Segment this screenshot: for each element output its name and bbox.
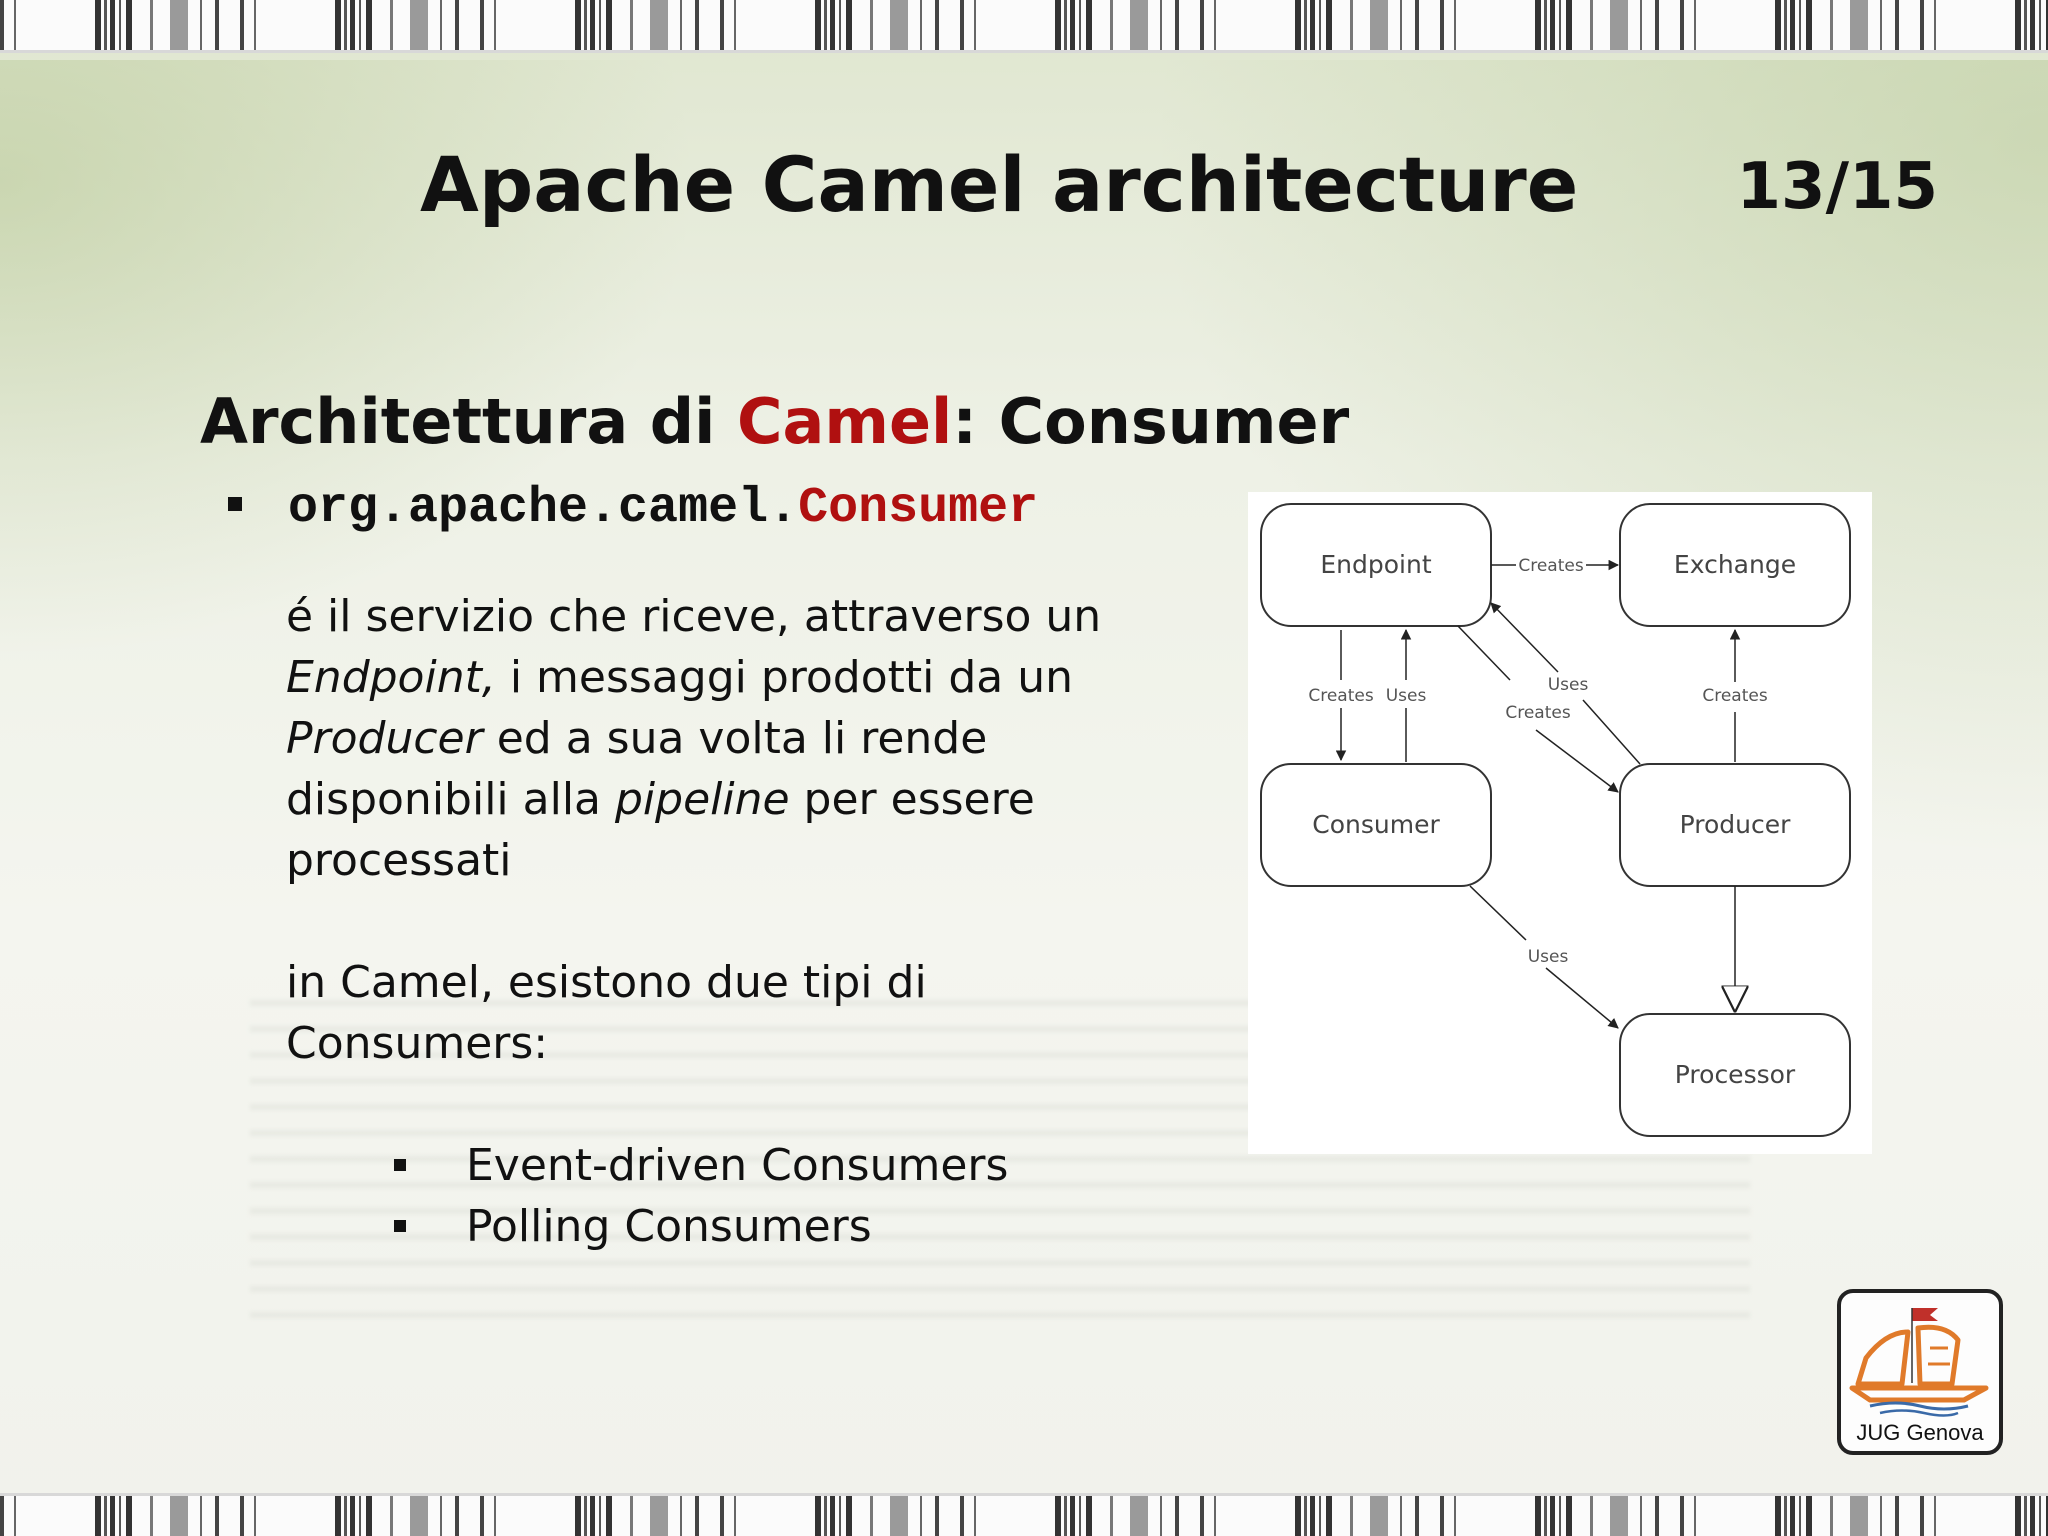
node-producer: Producer: [1619, 763, 1851, 887]
slide-title: Apache Camel architecture: [420, 140, 1579, 229]
node-endpoint: Endpoint: [1260, 503, 1492, 627]
bottom-barcode-pattern: [0, 1496, 2048, 1536]
emphasis-text: Endpoint,: [286, 652, 496, 703]
node-processor: Processor: [1619, 1013, 1851, 1137]
top-barcode-pattern: [0, 0, 2048, 50]
node-consumer: Consumer: [1260, 763, 1492, 887]
code-package: org.apache.camel.: [288, 480, 799, 537]
code-class-name: Consumer: [798, 480, 1039, 537]
intro-line: Consumers:: [286, 1018, 549, 1069]
page-number: 13/15: [1736, 150, 1939, 224]
edge-producer-exchange: Creates: [1702, 628, 1768, 762]
edge-label: Creates: [1308, 686, 1373, 706]
subtitle-highlight: Camel: [737, 385, 953, 458]
description-line: é il servizio che riceve, attraverso un: [286, 591, 1102, 642]
edge-endpoint-exchange: Creates: [1491, 556, 1620, 576]
bottom-barcode-strip: [0, 1493, 2048, 1536]
background-glow-left: [0, 60, 700, 660]
consumer-description: é il servizio che riceve, attraverso un …: [286, 586, 1186, 891]
logo-text: JUG Genova: [1856, 1420, 1984, 1445]
node-producer-label: Producer: [1680, 810, 1792, 839]
jug-genova-logo: JUG Genova: [1836, 1288, 2004, 1456]
node-processor-label: Processor: [1675, 1060, 1796, 1089]
description-text: disponibili alla: [286, 774, 615, 825]
edge-consumer-processor: Uses: [1469, 885, 1619, 1029]
consumer-class-bullet: org.apache.camel.Consumer: [228, 480, 1038, 537]
square-bullet-icon: [228, 497, 242, 511]
diagram-svg: Endpoint Exchange Consumer Producer Proc…: [1260, 503, 1851, 1137]
description-text: ed a sua volta li rende: [482, 713, 988, 764]
edge-label: Uses: [1386, 686, 1427, 706]
list-item: Polling Consumers: [392, 1196, 1008, 1257]
consumer-types-list: Event-driven Consumers Polling Consumers: [392, 1135, 1008, 1257]
emphasis-text: pipeline: [615, 774, 790, 825]
list-item-label: Polling Consumers: [466, 1201, 872, 1252]
list-item: Event-driven Consumers: [392, 1135, 1008, 1196]
slide-subtitle: Architettura di Camel: Consumer: [200, 385, 1349, 458]
edge-consumer-endpoint: Uses: [1386, 628, 1427, 762]
description-text: per essere: [789, 774, 1035, 825]
edge-endpoint-consumer: Creates: [1308, 630, 1374, 762]
consumer-types-intro: in Camel, esistono due tipi di Consumers…: [286, 952, 1186, 1074]
edge-producer-endpoint: Uses: [1490, 602, 1641, 765]
list-item-label: Event-driven Consumers: [466, 1140, 1009, 1191]
edge-label: Uses: [1548, 675, 1589, 695]
description-line: disponibili alla pipeline per essere: [286, 769, 1186, 830]
edge-label: Uses: [1528, 947, 1569, 967]
description-text: i messaggi prodotti da un: [495, 652, 1074, 703]
jug-genova-logo-icon: JUG Genova: [1837, 1289, 2003, 1455]
edge-endpoint-producer: Creates: [1457, 625, 1619, 793]
square-bullet-icon: [394, 1220, 406, 1232]
architecture-diagram: Endpoint Exchange Consumer Producer Proc…: [1248, 492, 1872, 1154]
intro-line: in Camel, esistono due tipi di: [286, 957, 927, 1008]
emphasis-text: Producer: [286, 713, 483, 764]
edge-label: Creates: [1702, 686, 1767, 706]
subtitle-suffix: : Consumer: [952, 385, 1350, 458]
node-exchange: Exchange: [1619, 503, 1851, 627]
edge-label: Creates: [1518, 556, 1583, 576]
top-barcode-strip: [0, 0, 2048, 53]
square-bullet-icon: [394, 1159, 406, 1171]
node-exchange-label: Exchange: [1674, 550, 1796, 579]
description-line: processati: [286, 835, 512, 886]
edge-label: Creates: [1505, 703, 1570, 723]
description-line: Endpoint, i messaggi prodotti da un: [286, 647, 1186, 708]
node-consumer-label: Consumer: [1312, 810, 1440, 839]
node-endpoint-label: Endpoint: [1320, 550, 1431, 579]
description-line: Producer ed a sua volta li rende: [286, 708, 1186, 769]
subtitle-prefix: Architettura di: [200, 385, 738, 458]
